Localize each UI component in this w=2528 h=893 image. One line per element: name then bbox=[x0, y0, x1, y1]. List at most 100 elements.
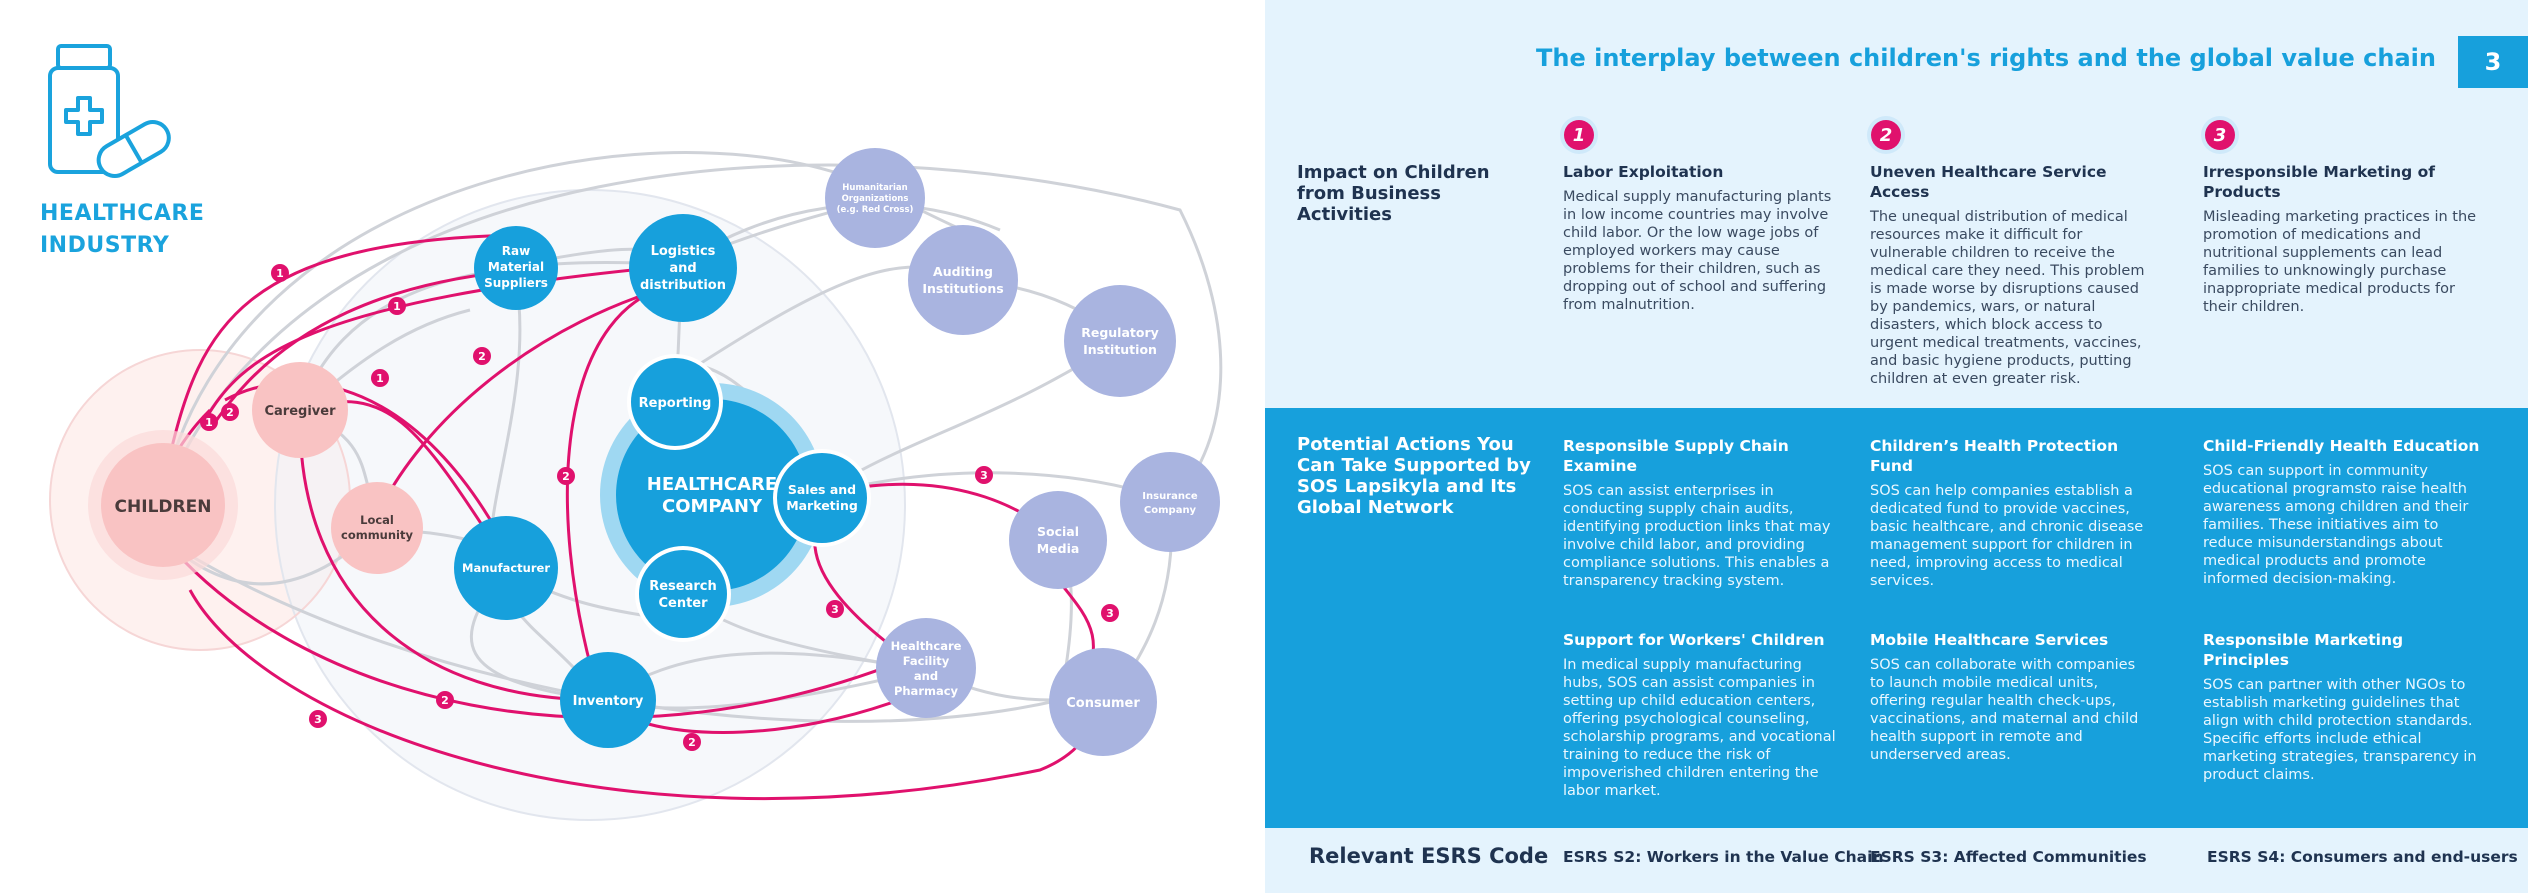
actions-band bbox=[1265, 408, 2528, 828]
action-item-title: Mobile Healthcare Services bbox=[1870, 631, 2109, 649]
node-inventory: Inventory bbox=[560, 652, 656, 748]
esrs-band bbox=[1265, 828, 2528, 893]
esrs-code: ESRS S2: Workers in the Value Chain bbox=[1563, 848, 1884, 866]
svg-text:Auditing: Auditing bbox=[933, 264, 993, 279]
esrs-code: ESRS S4: Consumers and end-users bbox=[2207, 848, 2518, 866]
action-item: Children’s Health Protection Fund SOS ca… bbox=[1870, 436, 2148, 590]
svg-text:community: community bbox=[341, 528, 413, 542]
svg-text:3: 3 bbox=[831, 603, 839, 616]
svg-text:1: 1 bbox=[205, 416, 213, 429]
value-chain-diagram: 1 1 1 1 2 2 2 2 2 2 3 3 3 3 3 CHILDREN bbox=[48, 44, 1223, 821]
impact-badge-3: 3 bbox=[2201, 116, 2239, 154]
svg-text:Regulatory: Regulatory bbox=[1081, 325, 1159, 340]
svg-text:Company: Company bbox=[1144, 505, 1197, 516]
industry-title-line2: INDUSTRY bbox=[40, 233, 170, 258]
svg-text:Inventory: Inventory bbox=[573, 694, 644, 709]
impact-marker: 2 bbox=[473, 347, 491, 365]
impact-marker: 1 bbox=[371, 369, 389, 387]
svg-text:Material: Material bbox=[488, 260, 544, 274]
action-item-text: SOS can partner with other NGOs to estab… bbox=[2203, 677, 2477, 783]
svg-text:Organizations: Organizations bbox=[842, 194, 909, 204]
impact-item: Uneven Healthcare Service Access The une… bbox=[1870, 162, 2148, 388]
svg-text:2: 2 bbox=[441, 694, 449, 707]
impact-badge-2: 2 bbox=[1867, 116, 1905, 154]
svg-text:2: 2 bbox=[562, 470, 570, 483]
svg-text:3: 3 bbox=[314, 713, 322, 726]
action-item-title: Child-Friendly Health Education bbox=[2203, 437, 2480, 455]
svg-text:Social: Social bbox=[1037, 524, 1079, 539]
svg-text:Institution: Institution bbox=[1083, 342, 1157, 357]
svg-text:2: 2 bbox=[688, 736, 696, 749]
svg-text:Local: Local bbox=[360, 513, 394, 527]
impact-item: Irresponsible Marketing of Products Misl… bbox=[2203, 162, 2481, 316]
node-social-media: Social Media bbox=[1009, 491, 1107, 589]
svg-text:distribution: distribution bbox=[640, 278, 726, 293]
impact-marker: 3 bbox=[975, 466, 993, 484]
svg-text:Raw: Raw bbox=[502, 244, 530, 258]
node-reporting: Reporting bbox=[627, 354, 723, 450]
industry-title-line1: HEALTHCARE bbox=[40, 201, 205, 226]
svg-text:2: 2 bbox=[226, 406, 234, 419]
action-item: Responsible Marketing Principles SOS can… bbox=[2203, 630, 2481, 784]
impact-marker: 3 bbox=[1101, 604, 1119, 622]
node-manufacturer: Manufacturer bbox=[454, 516, 558, 620]
node-humanitarian-organizations: Humanitarian Organizations (e.g. Red Cro… bbox=[825, 148, 925, 248]
action-item-text: SOS can assist enterprises in conducting… bbox=[1563, 483, 1831, 589]
node-healthcare-facility: Healthcare Facility and Pharmacy bbox=[876, 618, 976, 718]
medicine-bottle-pills-icon bbox=[48, 44, 171, 178]
svg-text:1: 1 bbox=[376, 372, 384, 385]
action-item: Support for Workers' Children In medical… bbox=[1563, 630, 1841, 800]
action-item: Child-Friendly Health Education SOS can … bbox=[2203, 436, 2481, 588]
impact-item: Labor Exploitation Medical supply manufa… bbox=[1563, 162, 1841, 314]
node-insurance-company: Insurance Company bbox=[1120, 452, 1220, 552]
svg-text:Center: Center bbox=[658, 596, 708, 611]
impact-marker: 2 bbox=[221, 403, 239, 421]
impact-marker: 3 bbox=[826, 600, 844, 618]
action-item-text: In medical supply manufacturing hubs, SO… bbox=[1563, 657, 1836, 799]
action-item-text: SOS can help companies establish a dedic… bbox=[1870, 483, 2144, 589]
impact-row-label: Impact on Children from Business Activit… bbox=[1297, 162, 1490, 225]
action-item-title: Children’s Health Protection Fund bbox=[1870, 437, 2119, 475]
impact-item-title: Labor Exploitation bbox=[1563, 163, 1724, 181]
esrs-code: ESRS S3: Affected Communities bbox=[1870, 848, 2147, 866]
node-regulatory-institution: Regulatory Institution bbox=[1064, 285, 1176, 397]
svg-text:1: 1 bbox=[393, 300, 401, 313]
svg-text:Institutions: Institutions bbox=[922, 281, 1003, 296]
impact-marker: 1 bbox=[388, 297, 406, 315]
actions-row-label: Potential Actions You Can Take Supported… bbox=[1297, 434, 1531, 518]
industry-title: HEALTHCARE INDUSTRY bbox=[40, 198, 204, 262]
node-local-community: Local community bbox=[331, 482, 423, 574]
svg-text:Media: Media bbox=[1037, 541, 1080, 556]
node-caregiver: Caregiver bbox=[252, 362, 348, 458]
svg-text:Insurance: Insurance bbox=[1142, 491, 1198, 502]
svg-text:Suppliers: Suppliers bbox=[484, 276, 548, 290]
impact-marker: 1 bbox=[271, 264, 289, 282]
impact-marker: 2 bbox=[557, 467, 575, 485]
impact-badge-1: 1 bbox=[1560, 116, 1598, 154]
page-number: 3 bbox=[2458, 36, 2528, 88]
svg-text:Caregiver: Caregiver bbox=[264, 404, 336, 419]
node-research-center: Research Center bbox=[635, 546, 731, 642]
svg-text:COMPANY: COMPANY bbox=[662, 496, 763, 517]
value-chain-diagram-panel: 1 1 1 1 2 2 2 2 2 2 3 3 3 3 3 CHILDREN bbox=[40, 44, 1223, 821]
svg-text:and: and bbox=[914, 669, 938, 683]
svg-text:Humanitarian: Humanitarian bbox=[842, 183, 907, 193]
node-consumer: Consumer bbox=[1049, 648, 1157, 756]
impact-marker: 3 bbox=[309, 710, 327, 728]
node-raw-material-suppliers: Raw Material Suppliers bbox=[474, 226, 558, 310]
impact-item-text: Medical supply manufacturing plants in l… bbox=[1563, 189, 1832, 313]
svg-text:Logistics: Logistics bbox=[651, 244, 716, 259]
action-item: Responsible Supply Chain Examine SOS can… bbox=[1563, 436, 1841, 590]
node-logistics: Logistics and distribution bbox=[629, 214, 737, 322]
page-title: The interplay between children's rights … bbox=[1536, 44, 2436, 72]
svg-text:3: 3 bbox=[1106, 607, 1114, 620]
svg-text:Reporting: Reporting bbox=[639, 396, 712, 411]
svg-text:Marketing: Marketing bbox=[786, 498, 858, 513]
svg-text:Pharmacy: Pharmacy bbox=[894, 684, 959, 698]
impact-marker: 2 bbox=[683, 733, 701, 751]
impact-band bbox=[1265, 0, 2528, 408]
impact-item-text: Misleading marketing practices in the pr… bbox=[2203, 209, 2477, 315]
svg-text:HEALTHCARE: HEALTHCARE bbox=[647, 474, 777, 495]
svg-text:and: and bbox=[669, 261, 696, 276]
svg-text:2: 2 bbox=[478, 350, 486, 363]
